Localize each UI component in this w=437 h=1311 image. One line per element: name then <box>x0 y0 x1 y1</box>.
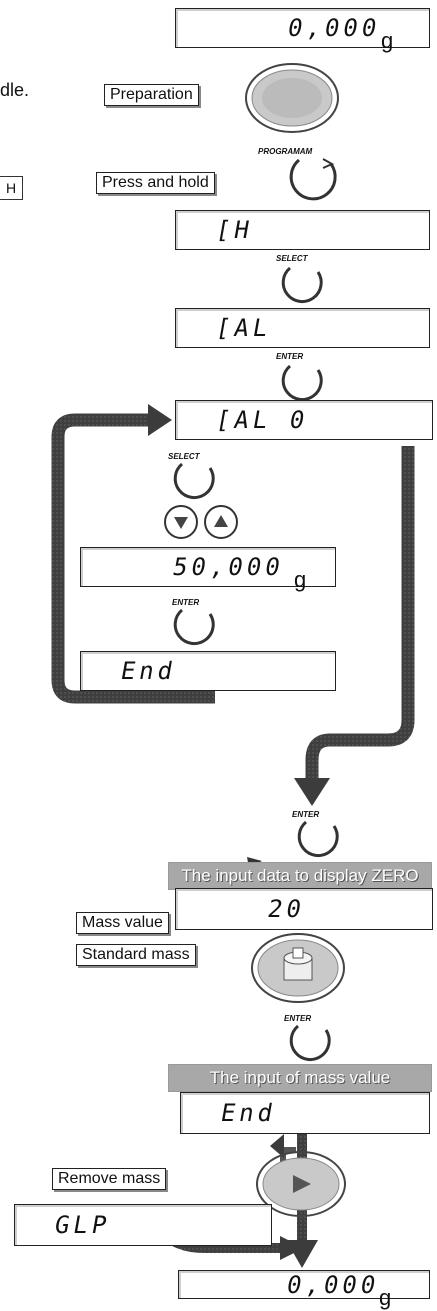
mass-value-label: Mass value <box>76 912 169 934</box>
enter-key-label: ENTER <box>276 352 304 361</box>
enter-key-icon[interactable] <box>284 1020 334 1066</box>
display-value: GLP <box>52 1211 113 1239</box>
display-value: 0,000 <box>284 1270 382 1299</box>
display-value: 20 <box>265 895 308 923</box>
display-end-2: End <box>180 1092 430 1134</box>
loop-right-arrow-icon <box>305 446 415 782</box>
display-value: 50,000 <box>170 553 287 581</box>
display-value: [AL <box>213 314 274 342</box>
loop-left-arrow-icon <box>51 413 215 704</box>
display-value: [H <box>213 216 256 244</box>
back-arrow-icon <box>270 1134 284 1158</box>
program-key-label: PROGRAMAM <box>258 147 313 156</box>
enter-key-icon[interactable] <box>276 360 326 406</box>
display-unit: g <box>381 28 398 53</box>
mass-input-banner: The input of mass value <box>168 1064 432 1092</box>
zero-input-banner: The input data to display ZERO <box>168 862 432 890</box>
side-text-fragment: dle. <box>0 80 30 100</box>
display-glp: GLP <box>14 1204 272 1246</box>
display-cal-zero: [AL 0 <box>175 400 433 440</box>
display-cal: [AL <box>175 308 430 348</box>
select-key-label: SELECT <box>168 452 200 461</box>
weighing-pan-icon <box>256 1151 346 1217</box>
select-key-icon[interactable] <box>164 458 220 504</box>
press-and-hold-label: Press and hold <box>96 172 215 194</box>
enter-key-label: ENTER <box>292 810 320 819</box>
display-value: 0,000 <box>285 14 383 42</box>
weighing-pan-with-mass-icon <box>251 933 345 1003</box>
loop-right-arrowhead-icon <box>294 778 330 806</box>
display-end: End <box>80 651 336 691</box>
select-key-icon[interactable] <box>276 262 326 308</box>
display-final: 0,000 g <box>178 1270 430 1310</box>
display-unit: g <box>379 1284 396 1310</box>
up-arrow-button-icon[interactable] <box>203 504 239 540</box>
remove-mass-label: Remove mass <box>52 1168 167 1190</box>
side-box-fragment: H <box>0 176 23 200</box>
standard-mass-label: Standard mass <box>76 944 196 966</box>
display-value: End <box>118 657 179 685</box>
display-weight: 50,000 g <box>80 547 336 592</box>
display-ch: [H <box>175 210 430 250</box>
loop-left-arrowhead-icon <box>148 404 172 436</box>
preparation-label: Preparation <box>104 84 199 106</box>
display-value: End <box>218 1099 279 1127</box>
weighing-pan-icon <box>245 63 339 133</box>
down-arrow-button-icon[interactable] <box>163 504 199 540</box>
enter-key-icon[interactable] <box>292 816 342 862</box>
select-key-label: SELECT <box>276 254 308 263</box>
display-initial: 0,000 g <box>175 8 430 53</box>
down-arrow-icon <box>286 1240 318 1268</box>
enter-key-label: ENTER <box>172 598 200 607</box>
display-unit: g <box>294 567 311 592</box>
enter-key-icon[interactable] <box>168 604 218 650</box>
enter-key-label: ENTER <box>284 1014 312 1023</box>
display-value: [AL 0 <box>213 406 311 434</box>
program-key-icon[interactable] <box>283 152 341 210</box>
display-mass-value: 20 <box>175 888 433 930</box>
